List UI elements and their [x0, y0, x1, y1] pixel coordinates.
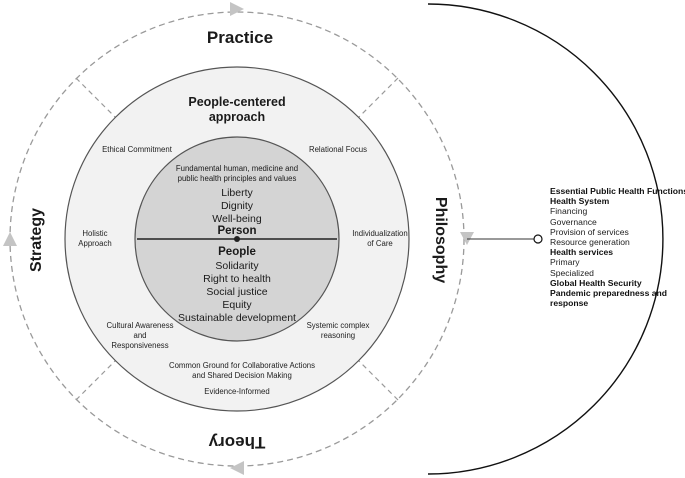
item-common-ground-line1: Common Ground for Collaborative Actions [169, 361, 315, 370]
person-value-liberty: Liberty [221, 187, 253, 199]
person-value-wellbeing: Well-being [212, 213, 262, 225]
item-cultural-line2: and [133, 331, 146, 340]
item-holistic-line2: Approach [78, 239, 111, 248]
arrow-top-icon [230, 2, 244, 16]
approach-title-line2: approach [209, 110, 265, 124]
ring-label-strategy: Strategy [28, 208, 45, 272]
diagonal-connectors [75, 77, 399, 401]
center-dot [234, 236, 240, 242]
health-services-specialized: Specialized [550, 267, 594, 278]
item-evidence-informed: Evidence-Informed [204, 387, 269, 396]
public-health-functions-list: Essential Public Health Functions Health… [550, 186, 685, 308]
health-services-heading: Health services [550, 247, 614, 258]
people-value-solidarity: Solidarity [215, 260, 259, 272]
item-systemic-line2: reasoning [321, 331, 355, 340]
item-cultural-line3: Responsiveness [111, 341, 168, 350]
approach-title-line1: People-centered [188, 95, 285, 109]
item-cultural-line1: Cultural Awareness [106, 321, 173, 330]
philosophy-arc [427, 3, 664, 475]
people-value-sustainable-development: Sustainable development [178, 312, 296, 324]
ring-label-philosophy: Philosophy [432, 197, 449, 283]
item-common-ground-line2: and Shared Decision Making [192, 371, 292, 380]
health-services-primary: Primary [550, 257, 580, 268]
arrow-left-icon [3, 232, 17, 246]
item-individualization-line1: Individualization [352, 229, 407, 238]
people-label: People [218, 246, 256, 258]
health-system-provision: Provision of services [550, 226, 629, 237]
arrow-bottom-icon [230, 461, 244, 475]
item-holistic-line1: Holistic [82, 229, 107, 238]
global-health-security-heading: Global Health Security [550, 277, 642, 288]
item-relational-focus: Relational Focus [309, 145, 367, 154]
ring-label-theory: Theory [208, 433, 265, 452]
person-label: Person [218, 225, 257, 237]
person-principles-line1: Fundamental human, medicine and [176, 164, 298, 173]
pandemic-preparedness-heading: Pandemic preparedness and response [550, 288, 668, 309]
health-system-heading: Health System [550, 196, 610, 207]
people-value-right-to-health: Right to health [203, 273, 271, 285]
item-individualization-line2: of Care [367, 239, 393, 248]
people-value-equity: Equity [222, 299, 252, 311]
health-system-governance: Governance [550, 216, 597, 227]
people-value-social-justice: Social justice [206, 286, 267, 298]
health-system-financing: Financing [550, 206, 588, 217]
essential-functions-heading: Essential Public Health Functions [550, 186, 685, 196]
ring-label-practice: Practice [207, 28, 273, 47]
health-system-resources: Resource generation [550, 237, 630, 248]
item-ethical-commitment: Ethical Commitment [102, 145, 173, 154]
connector-node [533, 234, 543, 244]
person-value-dignity: Dignity [221, 200, 254, 212]
item-systemic-line1: Systemic complex [307, 321, 370, 330]
person-principles-line2: public health principles and values [178, 174, 297, 183]
